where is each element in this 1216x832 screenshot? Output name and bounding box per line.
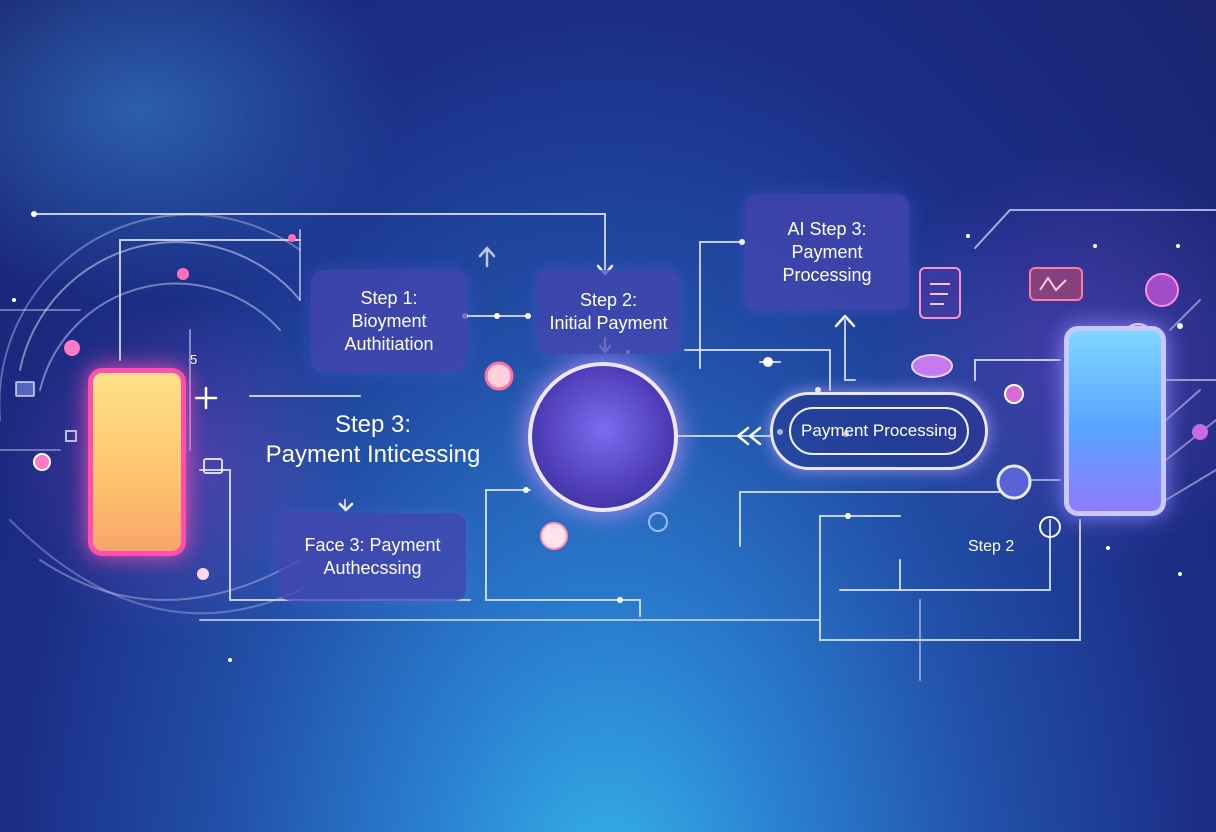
step2-line2: Initial Payment — [549, 313, 668, 333]
step1-card: Step 1: Bioyment Authitiation — [311, 270, 467, 372]
side-step2-label: Step 2 — [968, 538, 1015, 555]
step3-headline: Step 3: Payment Inticessing — [238, 410, 508, 470]
ai-step3-card: AI Step 3: Payment Processing — [745, 194, 909, 310]
face3-card: Face 3: Payment Authecssing — [279, 513, 466, 601]
pill-label: Payment Processing — [789, 407, 969, 455]
step2-title: Step 2: — [579, 290, 638, 310]
headline-line2: Payment Inticessing — [265, 441, 481, 468]
headline-line1: Step 3: — [334, 411, 412, 438]
ai-step3-line2: Payment — [791, 241, 863, 262]
face3-line2: Authecssing — [323, 558, 422, 578]
face3-line1: Face 3: Payment — [304, 535, 441, 555]
ai-step3-title: AI Step 3: — [787, 218, 867, 239]
ai-step3-line3: Processing — [782, 264, 872, 285]
user-avatar — [528, 362, 678, 512]
step1-line2: Bioyment — [351, 310, 427, 331]
step1-title: Step 1: — [360, 287, 418, 308]
left-phone — [88, 368, 186, 556]
right-phone — [1064, 326, 1166, 516]
step1-line3: Authitiation — [344, 333, 434, 354]
payment-processing-pill: Payment Processing — [770, 392, 988, 470]
step2-card: Step 2: Initial Payment — [537, 270, 680, 354]
small-digit: 5 — [190, 352, 198, 367]
